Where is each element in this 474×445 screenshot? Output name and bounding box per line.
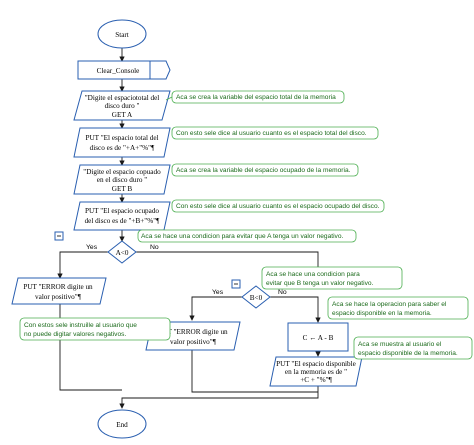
input-a-line3: GET A [112,111,133,119]
start-terminal: Start [97,19,147,49]
comment-8-line2: espacio disponible en la memoria. [332,310,432,317]
output-total-line2: disco es de "+A+"%"¶ [90,144,155,152]
decision-b: B<0 Yes No [212,279,287,309]
output-free-line2: en la memoria es de " [285,368,347,376]
comment-1: Aca se crea la variable del espacio tota… [165,90,345,104]
error-a-line1: PUT "ERROR digite un [23,283,93,291]
error-b-line2: valor positivo"¶ [170,338,217,346]
comment-7-line1: Con estos sele instruille al usuario que [24,322,137,329]
output-total-parallelogram: PUT "El espacio total del disco es de "+… [73,127,171,158]
calc-process: C ← A - B [287,322,349,352]
output-used-parallelogram: PUT "El espacio ocupado del disco es de … [73,201,171,231]
comment-1-text: Aca se crea la variable del espacio tota… [176,94,336,101]
decision-b-no: No [278,289,287,296]
comment-6: Aca se hace una condicion para evitar qu… [261,266,403,290]
input-b-line1: "Digite el espacio copuado [83,168,161,176]
decision-b-label: B<0 [250,294,263,302]
decision-a: A<0 Yes No [54,231,159,264]
end-label: End [116,421,128,429]
input-b-parallelogram: "Digite el espacio copuado en el disco d… [73,164,171,195]
end-terminal: End [97,409,147,439]
comment-9: Aca se muestra al usuario el espacio dis… [353,336,473,360]
output-used-line2: del disco es de "+B+"%"¶ [85,217,161,225]
connectors [57,48,321,409]
clear-console-process: Clear_Console [77,60,171,80]
comment-3: Aca se crea la variable del espacio ocup… [171,163,359,177]
decision-b-yes: Yes [212,289,224,296]
output-free-line3: +C + "%"¶ [300,376,332,384]
decision-a-label: A<0 [116,249,129,257]
comment-7-line2: no puede digitar valores negativos. [24,331,126,338]
error-b-line1: PUT "ERROR digite un [158,328,228,336]
error-a-parallelogram: PUT "ERROR digite un valor positivo"¶ [11,277,107,305]
comment-4: Con esto sele dice al usuario cuanto es … [171,199,385,213]
comment-8-line1: Aca se hace la operacion para saber el [332,301,447,308]
decision-a-no: No [150,244,159,251]
input-a-parallelogram: "Digite el espaciototal del disco duro "… [73,90,171,121]
clear-console-label: Clear_Console [97,67,140,75]
comment-6-line2: evitar que B tenga un valor negativo. [266,280,374,287]
start-label: Start [115,31,129,39]
comment-9-line1: Aca se muestra al usuario el [358,341,442,348]
comment-8: Aca se hace la operacion para saber el e… [327,296,469,320]
comment-3-text: Aca se crea la variable del espacio ocup… [176,167,351,174]
comment-2: Con esto sele dice al usuario cuanto es … [171,126,379,140]
input-a-line2: disco duro " [105,102,140,110]
comment-4-text: Con esto sele dice al usuario cuanto es … [176,203,380,210]
calc-label: C ← A - B [303,334,334,342]
output-free-line1: PUT "El espacio disponible [276,360,356,368]
decision-a-yes: Yes [86,244,98,251]
input-b-line2: en el disco duro " [97,176,148,184]
input-a-line1: "Digite el espaciototal del [85,94,160,102]
output-used-line1: PUT "El espacio ocupado [85,207,159,215]
comment-9-line2: espacio disponible de la memoria. [358,350,458,357]
comment-2-text: Con esto sele dice al usuario cuanto es … [176,130,367,137]
output-total-line1: PUT "El espacio total del [85,134,158,142]
comment-6-line1: Aca se hace una condicion para [266,271,360,278]
comment-5-text: Aca se hace una condicion para evitar qu… [141,233,344,240]
output-free-parallelogram: PUT "El espacio disponible en la memoria… [269,356,363,387]
error-a-line2: valor positivo"¶ [35,293,82,301]
comment-7: Con estos sele instruille al usuario que… [19,317,171,341]
input-b-line3: GET B [112,185,133,193]
comment-5: Aca se hace una condicion para evitar qu… [137,229,357,243]
